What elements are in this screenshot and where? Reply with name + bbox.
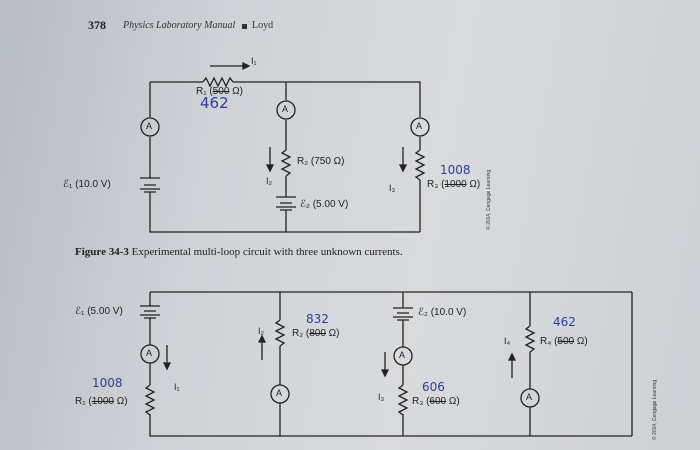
fig2-r2-handwritten: 832 xyxy=(306,312,329,326)
figure-caption: Figure 34-3 Experimental multi-loop circ… xyxy=(75,246,403,258)
fig2-bottom-wire xyxy=(149,414,632,437)
fig2-r3-zigzag xyxy=(397,384,409,416)
fig1-r1-zigzag xyxy=(202,76,234,88)
fig2-emf2-battery xyxy=(393,307,413,321)
fig1-ammeter-left-label: A xyxy=(146,121,153,131)
fig1-i2-label: I₂ xyxy=(266,176,272,186)
fig2-ammeter-b3 xyxy=(393,346,413,366)
fig2-i1-label: I₁ xyxy=(174,382,180,392)
fig1-emf1-label: ℰ₁ (10.0 V) xyxy=(63,179,111,190)
fig1-ammeter-left xyxy=(140,117,160,137)
fig2-i3-label: I₃ xyxy=(378,392,385,402)
fig2-ammeter-b3-label: A xyxy=(399,350,406,360)
fig2-r3-label: R₃ (600 Ω) xyxy=(412,396,460,407)
fig1-r3-label: R₃ (1000 Ω) xyxy=(427,179,481,190)
fig2-emf1-battery xyxy=(140,305,160,319)
fig1-ammeter-mid-label: A xyxy=(282,104,289,114)
fig1-top-wire-right xyxy=(233,81,421,117)
fig2-i4-label: I₄ xyxy=(504,336,511,346)
fig1-r1-handwritten: 462 xyxy=(200,94,229,112)
fig2-r2-zigzag xyxy=(274,319,286,347)
fig1-r3-handwritten: 1008 xyxy=(440,163,471,177)
fig2-ammeter-left xyxy=(140,344,160,364)
fig2-ammeter-b2 xyxy=(270,384,290,404)
fig2-r1-zigzag xyxy=(144,384,156,416)
header-bullet xyxy=(242,24,247,29)
fig2-credit: © 2014, Cengage Learning xyxy=(652,379,658,440)
fig1-emf1-battery xyxy=(140,177,160,193)
fig2-r4-handwritten: 462 xyxy=(553,315,576,329)
fig1-credit: © 2014, Cengage Learning xyxy=(486,169,492,230)
fig2-r1-label: R₁ (1000 Ω) xyxy=(75,396,128,407)
fig1-r1-label: R₁ (500 Ω) xyxy=(196,86,243,97)
fig2-r4-zigzag xyxy=(524,325,536,353)
fig1-ammeter-mid xyxy=(276,100,296,120)
author-name: Loyd xyxy=(252,20,274,31)
fig1-r2-zigzag xyxy=(280,149,292,177)
fig2-i3-arrowhead xyxy=(380,369,390,378)
fig2-i1-arrowhead xyxy=(162,362,172,371)
fig1-i1-label: I₁ xyxy=(251,56,257,66)
fig2-i2-arrowhead xyxy=(257,334,267,343)
fig1-i1-arrowhead xyxy=(242,61,251,71)
fig1-ammeter-right-label: A xyxy=(416,121,423,131)
fig2-ammeter-b4 xyxy=(520,388,540,408)
fig2-emf1-label: ℰ₁ (5.00 V) xyxy=(75,306,123,317)
fig1-r2-label: R₂ (750 Ω) xyxy=(297,156,345,167)
book-title: Physics Laboratory Manual xyxy=(123,20,236,31)
fig2-r3-handwritten: 606 xyxy=(422,380,445,394)
fig1-ammeter-right xyxy=(410,117,430,137)
fig1-i3-arrowhead xyxy=(398,164,408,173)
fig2-ammeter-b4-label: A xyxy=(526,392,533,402)
fig1-i3-label: I₃ xyxy=(389,183,396,193)
fig2-emf2-label: ℰ₂ (10.0 V) xyxy=(418,307,467,318)
fig1-r3-zigzag xyxy=(414,149,426,181)
fig1-bottom-wire xyxy=(149,192,420,233)
fig2-r1-handwritten: 1008 xyxy=(92,376,123,390)
fig1-emf2-label: ℰ₂ (5.00 V) xyxy=(300,199,349,210)
page-number: 378 xyxy=(88,18,106,32)
fig2-r2-label: R₂ (800 Ω) xyxy=(292,328,340,339)
fig2-ammeter-b2-label: A xyxy=(276,388,283,398)
fig2-i4-arrowhead xyxy=(507,352,517,361)
fig2-ammeter-left-label: A xyxy=(146,348,153,358)
fig1-emf2-battery xyxy=(276,196,296,211)
fig2-i2-label: I₂ xyxy=(258,326,264,336)
fig1-i2-arrowhead xyxy=(265,164,275,173)
fig2-r4-label: R₄ (500 Ω) xyxy=(540,336,588,347)
